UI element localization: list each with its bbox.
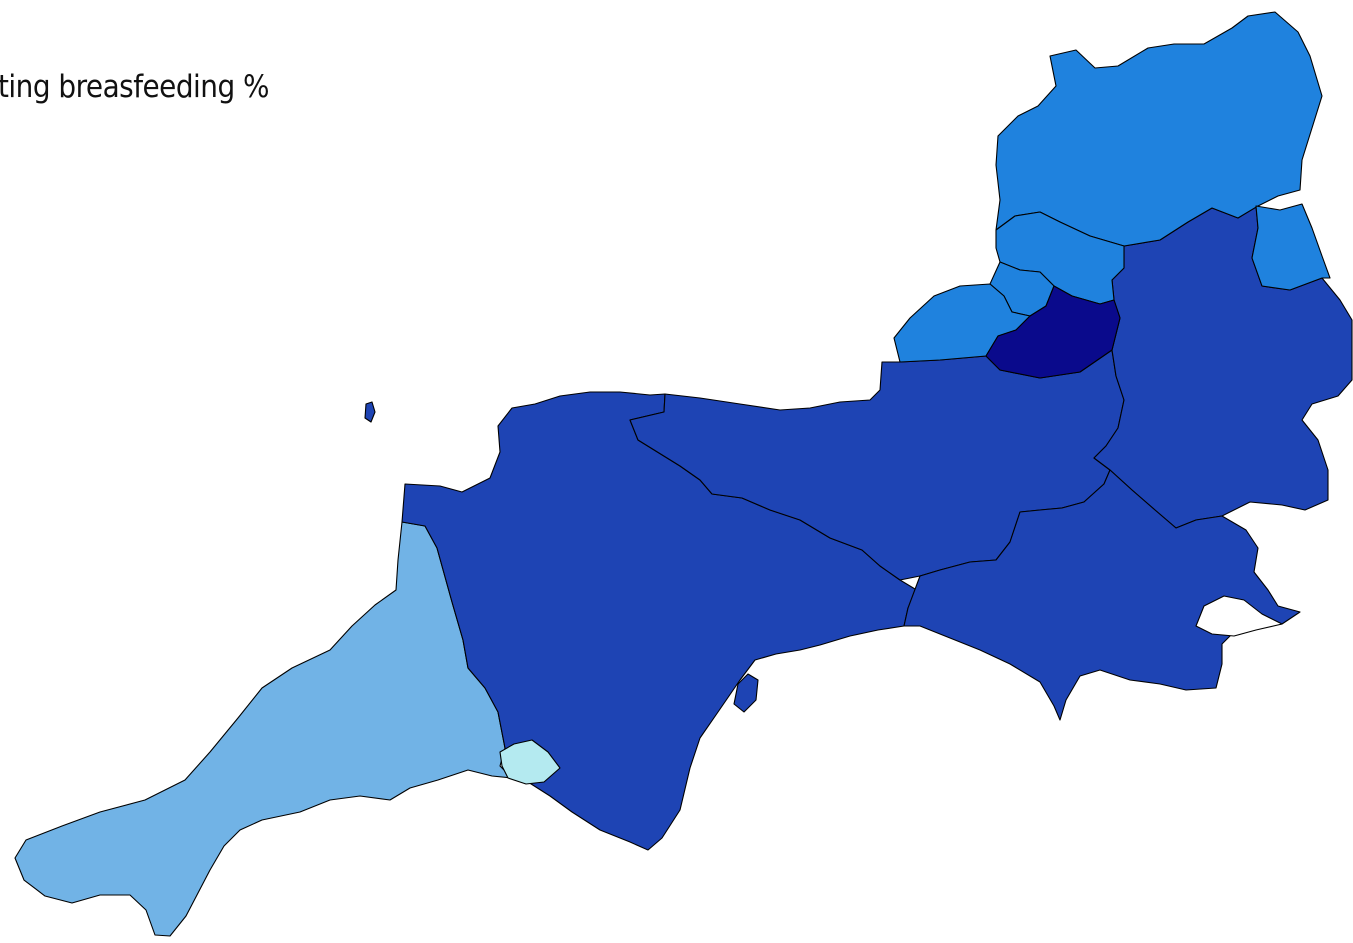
region-bournemouth-poole[interactable] <box>1195 595 1283 637</box>
region-plymouth[interactable] <box>499 739 561 785</box>
region-cornwall[interactable] <box>14 521 513 937</box>
region-bath-ne-somerset[interactable] <box>985 285 1121 379</box>
region-swindon[interactable] <box>1251 203 1331 291</box>
map-title: ting breasfeeding % <box>0 69 270 105</box>
region-isles-of-scilly[interactable] <box>364 401 376 423</box>
region-dorset[interactable] <box>903 469 1301 721</box>
region-torbay[interactable] <box>733 673 759 713</box>
region-north-somerset[interactable] <box>893 283 1031 363</box>
